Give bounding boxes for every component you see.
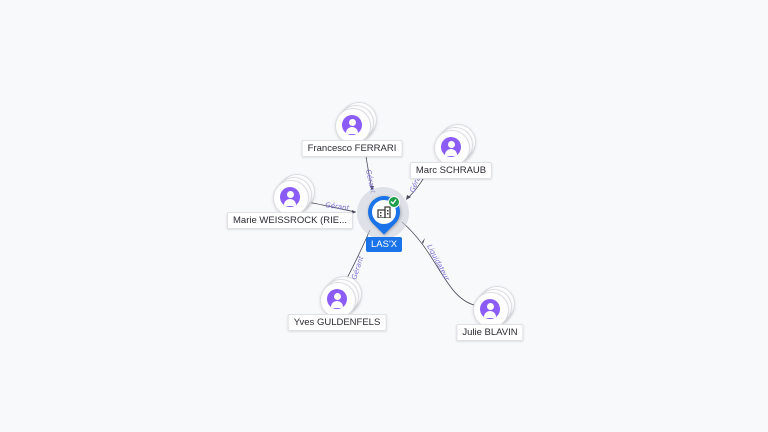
person-icon	[480, 299, 500, 319]
person-name-label[interactable]: Marie WEISSROCK (RIE...	[226, 212, 354, 229]
person-name-label[interactable]: Francesco FERRARI	[301, 140, 403, 157]
edge-arrow	[422, 238, 425, 244]
company-pin[interactable]	[361, 189, 407, 235]
person-name-label[interactable]: Julie BLAVIN	[456, 324, 524, 341]
edge-label-julie-blavin: Liquidateur	[425, 243, 451, 283]
person-name-label[interactable]: Yves GULDENFELS	[287, 314, 387, 331]
edge-label-marie-weissrock: Gérant	[325, 201, 350, 212]
company-name-label[interactable]: LAS'X	[366, 237, 403, 252]
edge-arrow	[406, 195, 411, 200]
person-icon	[342, 115, 362, 135]
building-icon	[377, 206, 391, 218]
person-icon	[327, 289, 347, 309]
person-icon	[280, 187, 300, 207]
check-icon	[388, 196, 400, 208]
edge-julie-blavin	[401, 221, 479, 307]
person-name-label[interactable]: Marc SCHRAUB	[409, 162, 493, 179]
person-icon	[441, 137, 461, 157]
